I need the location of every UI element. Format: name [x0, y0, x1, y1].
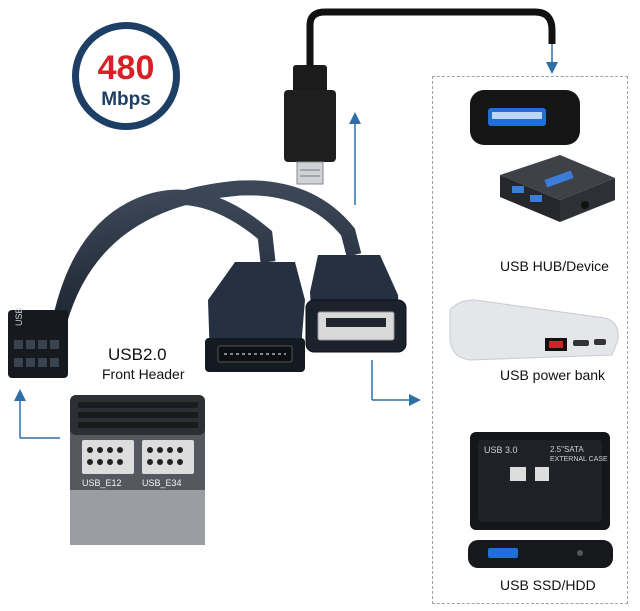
usb-port-closeup	[470, 90, 580, 145]
ssd-line2: EXTERNAL CASE	[550, 456, 608, 463]
speed-value: 480	[97, 49, 155, 87]
top-cable	[306, 8, 556, 70]
device-label-ssd: USB SSD/HDD	[500, 577, 596, 593]
device-panel	[432, 76, 628, 604]
speed-unit: Mbps	[101, 89, 151, 110]
silkscreen-e34: USB_E34	[142, 478, 182, 488]
header-title: USB2.0	[108, 345, 167, 364]
usb-a-socket	[305, 255, 407, 353]
connector-pin-label: USB	[14, 307, 24, 326]
silkscreen-e12: USB_E12	[82, 478, 122, 488]
ssd-line1: 2.5"SATA	[550, 445, 584, 454]
type-e-connector	[284, 65, 336, 185]
power-bank-device	[449, 299, 619, 361]
usb-hub-device	[500, 155, 615, 222]
cable-right	[52, 180, 362, 323]
type-e-socket	[205, 262, 305, 372]
front-header-connector	[8, 310, 68, 378]
speed-badge: 480 Mbps	[72, 22, 180, 130]
ssd-brand: USB 3.0	[484, 445, 518, 455]
motherboard-photo	[70, 395, 205, 545]
ssd-enclosure	[470, 432, 610, 530]
device-label-hub: USB HUB/Device	[500, 258, 609, 274]
ssd-side-view	[468, 540, 613, 568]
header-subtitle: Front Header	[102, 366, 185, 382]
device-label-powerbank: USB power bank	[500, 367, 606, 383]
